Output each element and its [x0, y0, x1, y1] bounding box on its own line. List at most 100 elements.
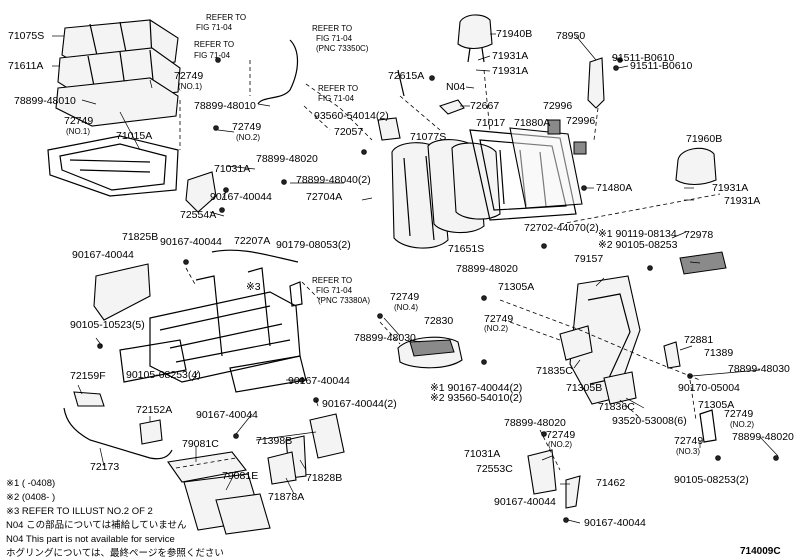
label-71940B: 71940B	[496, 28, 532, 40]
note-6: ホグリングについては、最終ページを参照ください	[6, 547, 224, 559]
label-78899-48010-b: 78899-48010	[194, 100, 256, 112]
label-71462: 71462	[596, 477, 625, 489]
label-90167-40044-g: ※1 90167-40044(2)	[430, 382, 522, 394]
label-71075S: 71075S	[8, 30, 44, 42]
seat-frame-assembly	[119, 267, 307, 393]
label-72207A: 72207A	[234, 235, 270, 247]
label-90105-08253-a: 90105-08253(4)	[126, 369, 201, 381]
cover-71398B	[309, 413, 345, 459]
label-78899-48020-c: 78899-48020	[732, 431, 794, 443]
carpet-79081E	[183, 473, 271, 535]
label-72749-no1-b: 72749	[174, 70, 203, 82]
label-71931A-a: 71931A	[492, 50, 528, 62]
label-72749-no3-sub: (NO.3)	[676, 447, 700, 456]
label-71931A-b: 71931A	[492, 65, 528, 77]
label-78899-48020-d: 78899-48020	[504, 417, 566, 429]
label-71031A: 71031A	[214, 163, 250, 175]
label-71825B: 71825B	[122, 231, 158, 243]
label-refer-to-5: REFER TO	[312, 276, 352, 285]
label-90105-10523: 90105-10523(5)	[70, 319, 145, 331]
strap-72615A	[397, 69, 405, 97]
leader-lines	[52, 33, 779, 524]
label-90170-05004: 90170-05004	[678, 382, 740, 394]
note-1: ※1 ( -0408)	[6, 478, 55, 489]
label-90119-08134: ※1 90119-08134	[598, 228, 677, 240]
label-71835C: 71835C	[536, 365, 573, 377]
label-90167-40044-a: 90167-40044	[210, 191, 272, 203]
label-71931A-d: 71931A	[724, 195, 760, 207]
seatback-board-71880A	[509, 127, 583, 209]
label-72749-no2-d-sub: (NO.2)	[548, 440, 572, 449]
bracket-pnc73380A	[289, 281, 303, 307]
note-5: N04 This part is not available for servi…	[6, 534, 175, 545]
label-72667: 72667	[470, 100, 499, 112]
footnotes: ※1 ( -0408) ※2 (0408- ) ※3 REFER TO ILLU…	[6, 478, 224, 559]
label-72749-no3: 72749	[674, 435, 703, 447]
armrest-72830	[397, 336, 463, 369]
label-mark3: ※3	[246, 281, 261, 293]
label-71480A: 71480A	[596, 182, 632, 194]
label-71017: 71017	[476, 117, 505, 129]
label-78899-48030-b: 78899-48030	[728, 363, 790, 375]
seat-cushion-frame-71015A	[47, 135, 179, 197]
label-72553C: 72553C	[476, 463, 513, 475]
headrest-71940B	[457, 14, 493, 63]
label-refer-fig-5: FIG 71-04	[316, 286, 353, 295]
label-refer-fig-1: FIG 71-04	[196, 23, 233, 32]
label-72749-no2-c: 72749	[724, 408, 753, 420]
label-71836C: 71836C	[598, 401, 635, 413]
label-72159F: 72159F	[70, 370, 106, 382]
label-refer-fig-4: FIG 71-04	[318, 94, 355, 103]
side-cover-72554A	[185, 171, 217, 213]
label-72749-no2-c-sub: (NO.2)	[730, 420, 754, 429]
label-72057: 72057	[334, 126, 363, 138]
label-72749-no2-d: 72749	[546, 429, 575, 441]
label-79157: 79157	[574, 253, 603, 265]
label-78950: 78950	[556, 30, 585, 42]
label-71960B: 71960B	[686, 133, 722, 145]
lever-71462	[565, 475, 581, 509]
label-72615A: 72615A	[388, 70, 424, 82]
label-N04: N04	[446, 81, 465, 93]
label-71389: 71389	[704, 347, 733, 359]
label-72704A: 72704A	[306, 191, 342, 203]
label-72152A: 72152A	[136, 404, 172, 416]
label-refer-to-1: REFER TO	[206, 13, 246, 22]
hinge-72152A	[139, 419, 163, 445]
hook-72881	[663, 341, 681, 369]
label-71077S: 71077S	[410, 131, 446, 143]
lock-cable-1	[257, 39, 299, 105]
label-79081C: 79081C	[182, 438, 219, 450]
label-90167-40044-e: 90167-40044	[196, 409, 258, 421]
illustration-code: 714009C	[740, 546, 781, 557]
label-72749-no1: 72749	[64, 115, 93, 127]
label-91511-B0610-a: 91511-B0610	[612, 52, 674, 64]
label-72554A: 72554A	[180, 209, 216, 221]
label-78899-48010: 78899-48010	[14, 95, 76, 107]
headrest-71960B	[675, 147, 717, 186]
note-4: N04 この部品については補給していません	[6, 519, 187, 531]
note-3: ※3 REFER TO ILLUST NO.2 OF 2	[6, 506, 153, 517]
label-72749-no1-sub: (NO.1)	[66, 127, 90, 136]
label-90167-40044-i: 90167-40044	[584, 517, 646, 529]
label-90167-40044-f: 90167-40044(2)	[322, 398, 397, 410]
seatback-lock-78950	[587, 57, 605, 109]
clip-72159F	[73, 391, 105, 407]
label-72749-no2-b-sub: (NO.2)	[484, 324, 508, 333]
label-72749-no2: 72749	[232, 121, 261, 133]
cover-72667	[438, 99, 465, 115]
label-90167-40044-b: 90167-40044	[160, 236, 222, 248]
label-72173: 72173	[90, 461, 119, 473]
assembly-dashed-lines	[179, 60, 721, 471]
label-90167-40044-h: 90167-40044	[494, 496, 556, 508]
label-refer-fig-3: FIG 71-04	[316, 34, 353, 43]
note-2: ※2 (0408- )	[6, 492, 55, 503]
label-91511-B0610-b: 91511-B0610	[630, 60, 692, 72]
label-72702-44070: 72702-44070(2)	[524, 222, 599, 234]
bracket-72057	[377, 117, 401, 141]
armrest-pad-71836C	[603, 371, 637, 405]
label-72978: 72978	[684, 229, 713, 241]
cover-71878A	[267, 451, 297, 485]
label-71651S: 71651S	[448, 243, 484, 255]
